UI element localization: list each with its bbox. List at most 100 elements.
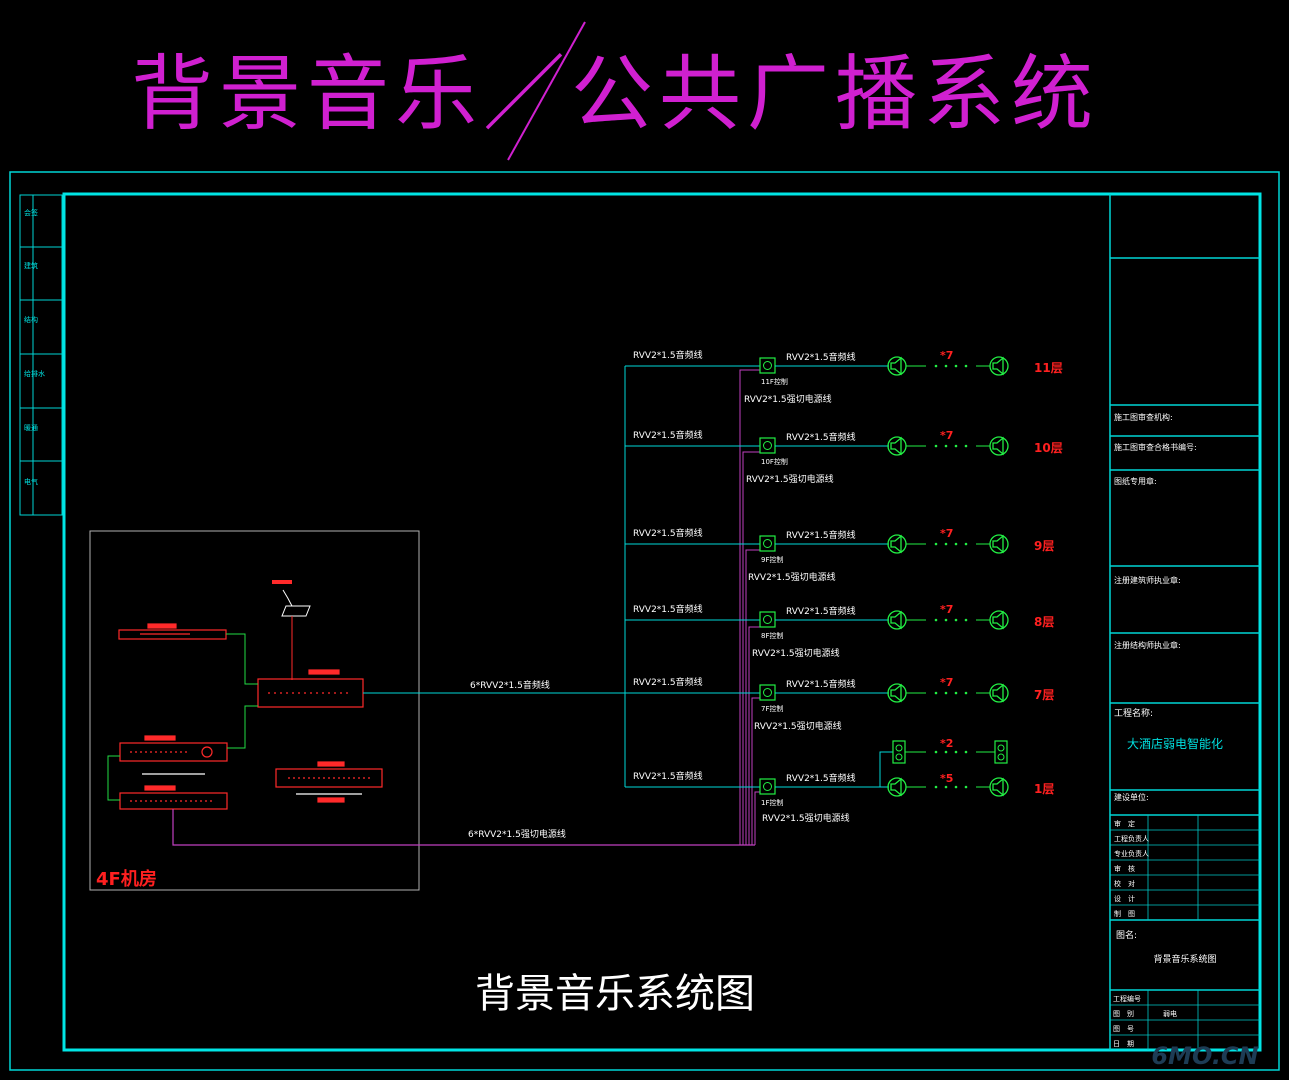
floor-label: 9层 [1034,539,1054,553]
control-box-label: 7F控制 [761,704,783,713]
speaker-icon [890,534,902,554]
speaker-chain-dot [964,618,968,622]
power-label: RVV2*1.5强切电源线 [752,647,840,659]
speaker-icon-ring [989,534,1009,554]
volume-knob-icon [763,441,772,450]
speaker-chain-dot [944,542,948,546]
tb-row: 审 核 [1114,864,1135,873]
left-sign-strip [19,194,63,516]
left-strip-label: 结构 [24,315,38,324]
title-slash [507,21,586,161]
speaker-chain-dot [944,364,948,368]
speaker-icon [890,610,902,630]
tb-row: 专业负责人 [1114,849,1149,858]
tuner-unit [119,735,228,775]
tb-review-number: 施工图审查合格书编号: [1114,442,1197,452]
speaker-chain-dot [944,618,948,622]
outer-frame [9,171,1280,1071]
tb-row: 设 计 [1114,894,1135,903]
speaker-chain-dot [934,785,938,789]
power-sequencer-unit [119,785,228,810]
control-box-label: 11F控制 [761,377,788,386]
wall-speaker-cone [997,744,1005,752]
speaker-icon [992,436,1004,456]
volume-control-box [759,684,776,701]
speaker-chain-dot [964,542,968,546]
header-title: 背景音乐／公共广播系统 [131,47,1099,142]
volume-knob-icon [763,539,772,548]
speaker-chain-dot [934,750,938,754]
main-title: 背景音乐系统图 [475,971,755,1017]
speaker-chain-dot [944,444,948,448]
amplifier-unit [257,669,364,708]
speaker-icon [992,610,1004,630]
cd-player-unit [118,623,227,640]
speaker-icon [992,356,1004,376]
trunk-power-label: 6*RVV2*1.5强切电源线 [468,828,566,840]
tb-bottom-row: 工程编号 [1113,994,1141,1003]
volume-control-box [759,611,776,628]
control-box-label: 1F控制 [761,798,783,807]
speaker-icon-ring [989,436,1009,456]
wall-speaker-cone [895,744,903,752]
speaker-chain-dot [954,618,958,622]
speaker-icon-ring [989,356,1009,376]
speaker-chain-dot [954,691,958,695]
speaker-chain-dot [934,691,938,695]
zone-selector-unit [275,761,383,803]
speaker-chain-dot [964,785,968,789]
speaker-icon [890,436,902,456]
speaker-chain-dot [954,785,958,789]
power-label: RVV2*1.5强切电源线 [744,393,832,405]
tb-project-name: 大酒店弱电智能化 [1127,736,1223,751]
tb-row: 审 定 [1114,819,1135,828]
out-label: RVV2*1.5音频线 [786,605,856,617]
speaker-chain-dot [944,750,948,754]
tb-drawing-name: 背景音乐系统图 [1153,953,1216,965]
tb-seal: 图纸专用章: [1114,476,1157,486]
speaker-count: *5 [940,772,953,785]
out-label: RVV2*1.5音频线 [786,351,856,363]
tb-subitem: 建设单位: [1114,792,1149,802]
speaker-chain-dot [954,542,958,546]
left-strip-label: 给排水 [24,369,45,378]
volume-control-box [759,357,776,374]
left-strip-label: 建筑 [24,261,38,270]
tb-review-unit: 施工图审查机构: [1114,412,1173,422]
wall-speaker-icon [994,740,1008,764]
out-label: RVV2*1.5音频线 [786,678,856,690]
tb-row: 校 对 [1114,879,1135,888]
feeder-label: RVV2*1.5音频线 [633,676,703,688]
out-label: RVV2*1.5音频线 [786,431,856,443]
speaker-chain-dot [934,444,938,448]
watermark: 6MO.CN [1151,1042,1258,1070]
trunk-audio-label: 6*RVV2*1.5音频线 [470,679,550,691]
speaker-icon-ring [989,683,1009,703]
tb-row: 工程负责人 [1114,834,1149,843]
power-label: RVV2*1.5强切电源线 [762,812,850,824]
inner-frame [62,192,1262,1052]
wall-speaker-cone [895,753,903,761]
tb-architect: 注册建筑师执业章: [1114,575,1181,585]
speaker-chain-dot [954,444,958,448]
speaker-chain-dot [944,691,948,695]
speaker-count: *7 [940,676,953,689]
speaker-chain-dot [964,691,968,695]
left-strip-labels: 会签 建筑 结构 给排水 暖通 电气 [24,208,45,486]
speaker-icon [890,777,902,797]
left-strip-label: 暖通 [24,423,38,432]
microphone-icon [272,580,311,617]
feeder-label: RVV2*1.5音频线 [633,429,703,441]
volume-knob-icon [763,361,772,370]
volume-control-box [759,778,776,795]
speaker-icon-ring [989,777,1009,797]
speaker-icon [890,356,902,376]
speaker-icon [992,683,1004,703]
tb-structural: 注册结构师执业章: [1114,640,1181,650]
speaker-chain-dot [964,364,968,368]
tb-project-label: 工程名称: [1114,707,1153,719]
speaker-chain-dot [954,750,958,754]
floor-label: 8层 [1034,615,1054,629]
power-label: RVV2*1.5强切电源线 [754,720,842,732]
